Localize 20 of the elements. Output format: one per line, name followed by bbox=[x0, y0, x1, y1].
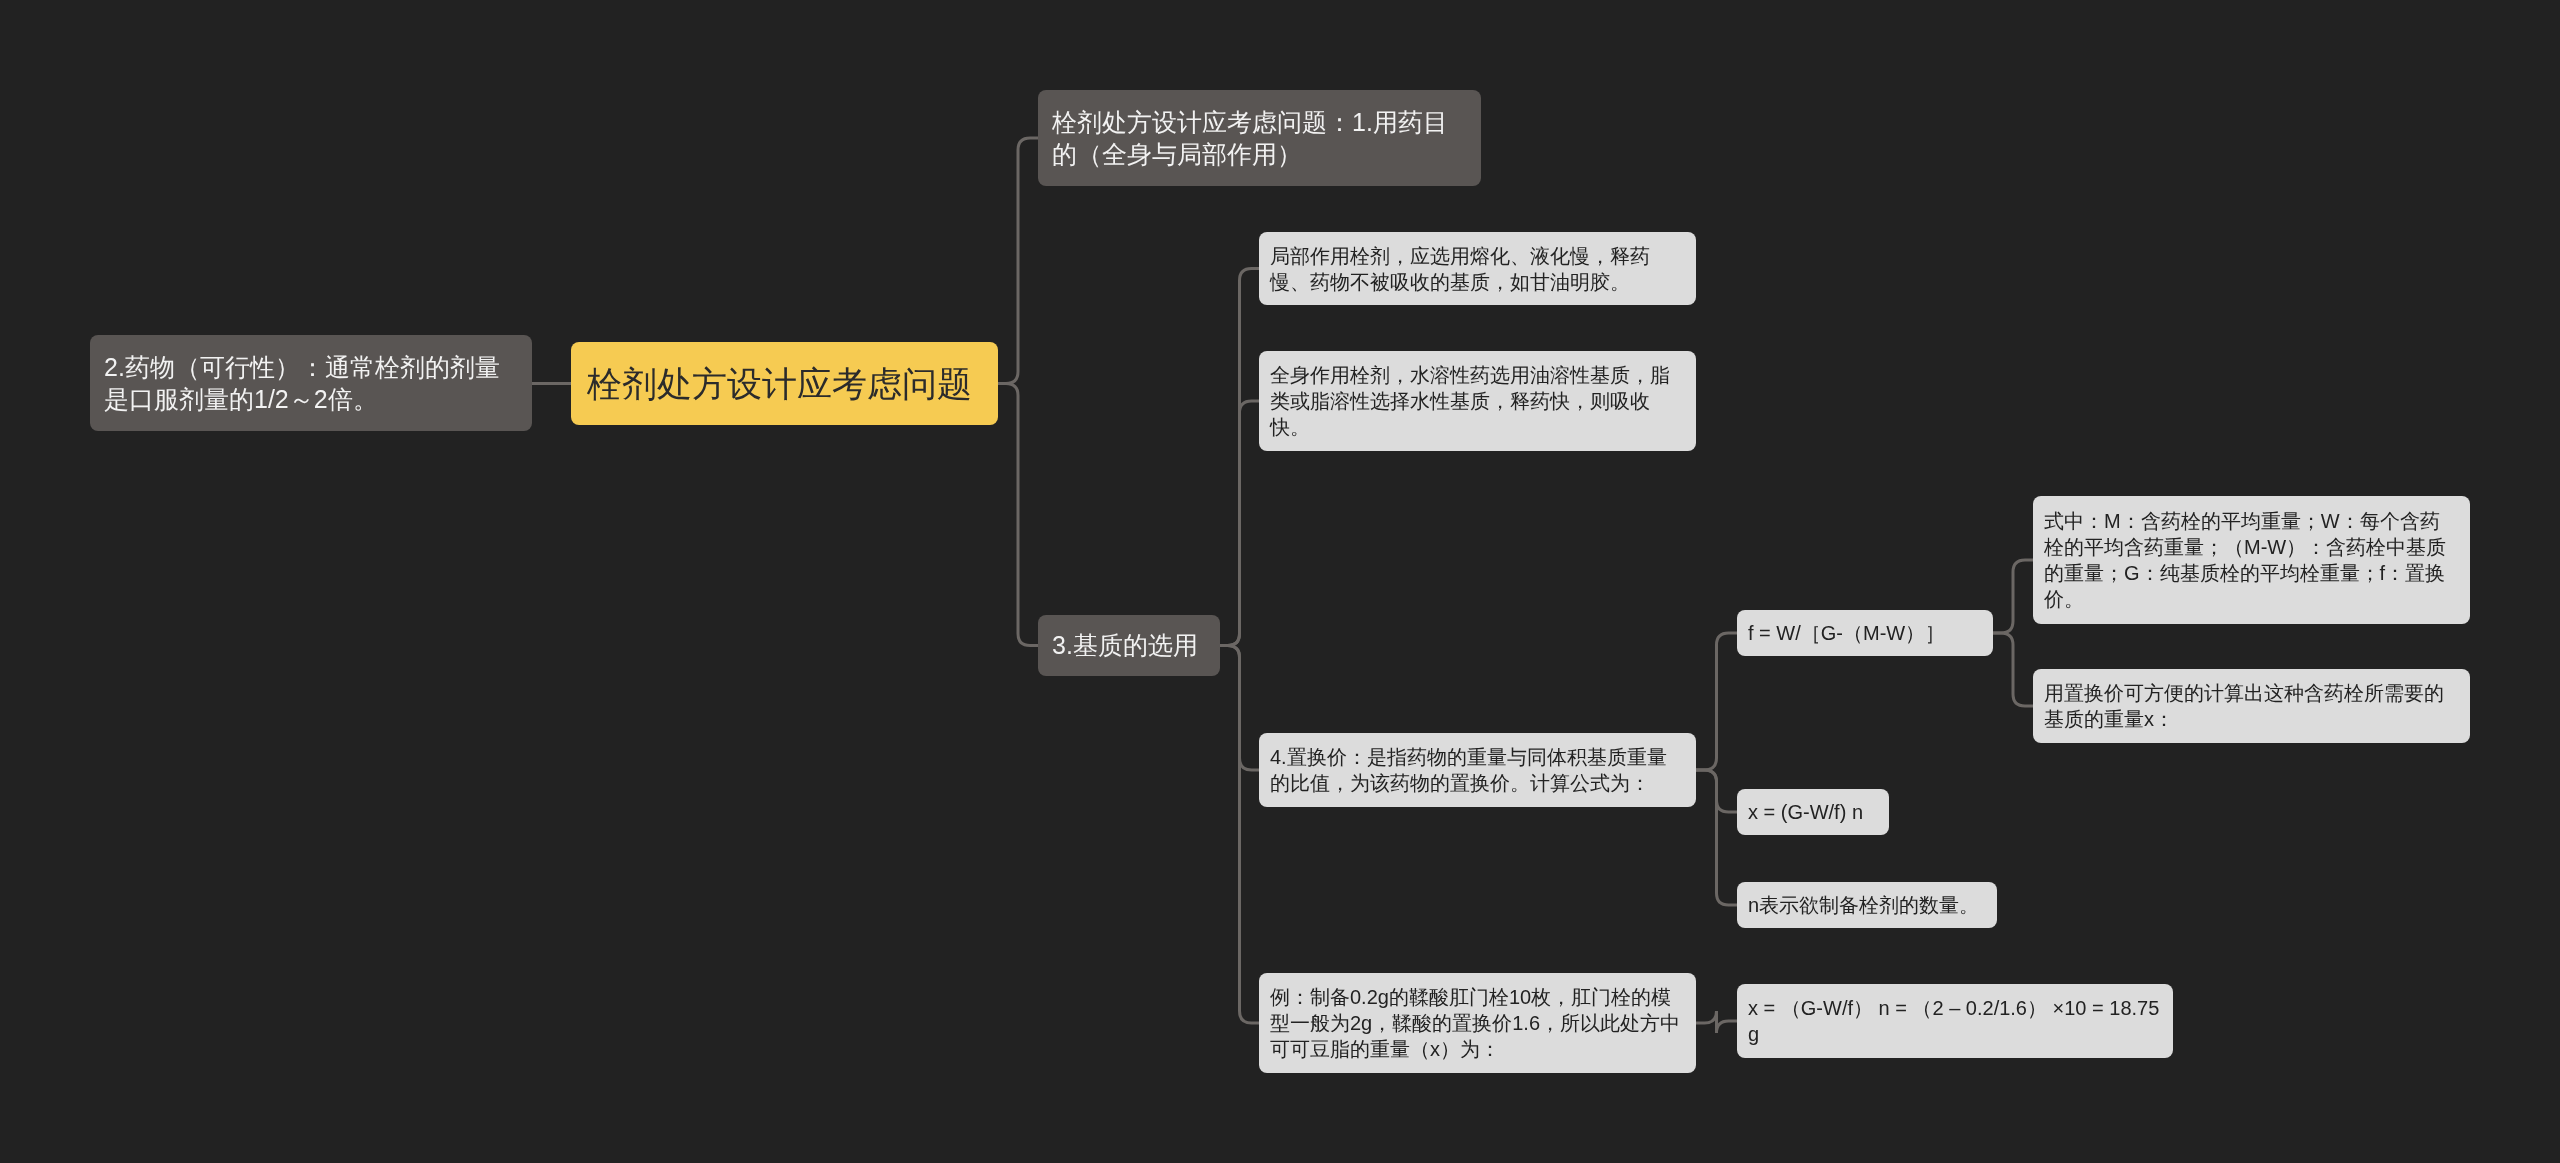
connector-line bbox=[1220, 644, 1259, 1025]
subtopic-box: 全身作用栓剂，水溶性药选用油溶性基质，脂类或脂溶性选择水性基质，释药快，则吸收快。 bbox=[1259, 351, 1696, 451]
subtopic-box: 用置换价可方便的计算出这种含药栓所需要的基质的重量x： bbox=[2033, 669, 2470, 743]
subtopic-box: n表示欲制备栓剂的数量。 bbox=[1737, 882, 1997, 928]
topic-box: 2.药物（可行性）：通常栓剂的剂量是口服剂量的1/2～2倍。 bbox=[90, 335, 532, 431]
connector-line bbox=[998, 382, 1038, 647]
connector-line bbox=[532, 382, 571, 385]
subtopic-box: x = （G-W/f） n = （2 – 0.2/1.6） ×10 = 18.75 g bbox=[1737, 984, 2173, 1058]
subtopic-box: x = (G-W/f) n bbox=[1737, 789, 1889, 835]
subtopic-box: 例：制备0.2g的鞣酸肛门栓10枚，肛门栓的模型一般为2g，鞣酸的置换价1.6，所以此处方中可可豆脂的重量（x）为： bbox=[1259, 973, 1696, 1073]
topic-box: 3.基质的选用 bbox=[1038, 615, 1220, 676]
subtopic-box: 4.置换价：是指药物的重量与同体积基质重量的比值，为该药物的置换价。计算公式为： bbox=[1259, 733, 1696, 807]
central-topic-box: 栓剂处方设计应考虑问题 bbox=[571, 342, 998, 425]
connector-line bbox=[1993, 631, 2033, 708]
connector-line bbox=[1696, 1009, 1737, 1035]
subtopic-box: 局部作用栓剂，应选用熔化、液化慢，释药慢、药物不被吸收的基质，如甘油明胶。 bbox=[1259, 232, 1696, 305]
connector-line bbox=[1696, 768, 1737, 907]
subtopic-box: 式中：M：含药栓的平均重量；W：每个含药栓的平均含药重量；（M-W）：含药栓中基质的重量；G：纯基质栓的平均栓重量；f：置换价。 bbox=[2033, 496, 2470, 624]
topic-box: 栓剂处方设计应考虑问题：1.用药目的（全身与局部作用） bbox=[1038, 90, 1481, 186]
subtopic-box: f = W/［G-（M-W）］ bbox=[1737, 610, 1993, 656]
